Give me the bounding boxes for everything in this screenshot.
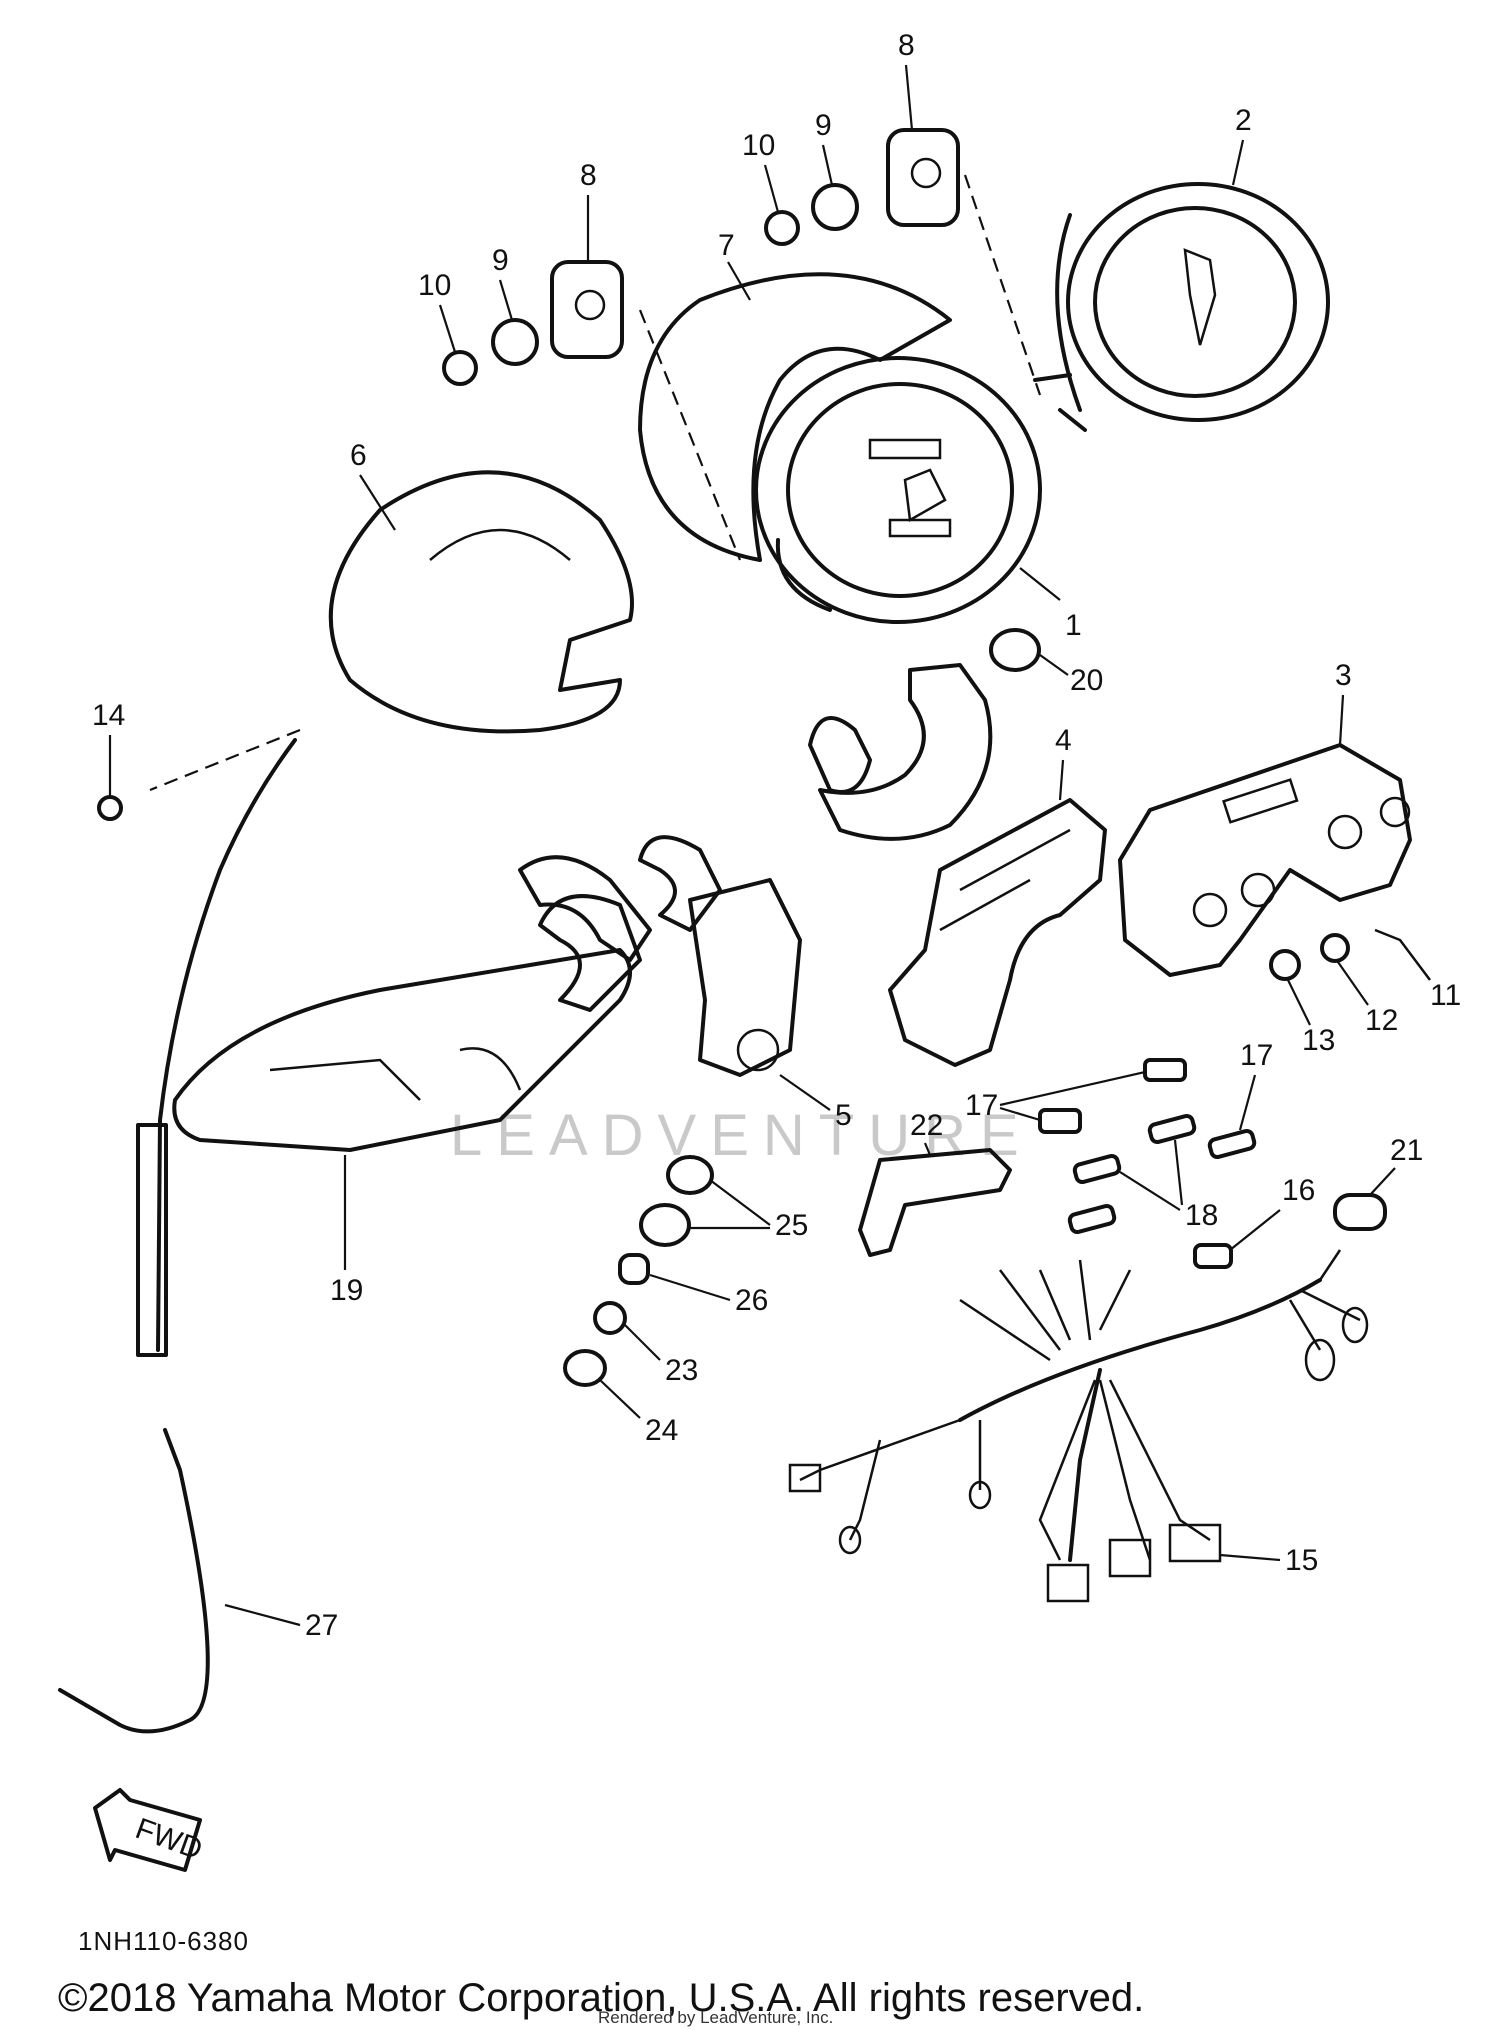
part-tachometer[interactable]: [1033, 182, 1330, 432]
callout-11: 11: [1430, 979, 1461, 1012]
callout-13: 13: [1302, 1024, 1335, 1057]
callout-16: 16: [1282, 1174, 1315, 1207]
part-meter-cover-lower[interactable]: [328, 470, 634, 734]
part-bracket-arc[interactable]: [818, 663, 993, 841]
callout-24: 24: [645, 1414, 678, 1447]
part-socket-lower[interactable]: [1038, 1108, 1082, 1134]
callout-17b: 17: [965, 1089, 998, 1122]
part-bulb-b[interactable]: [1207, 1128, 1257, 1160]
callout-12: 12: [1365, 1004, 1398, 1037]
callout-23: 23: [665, 1354, 698, 1387]
callout-8b: 8: [898, 29, 915, 62]
callout-3: 3: [1335, 659, 1352, 692]
part-damper-right[interactable]: [886, 128, 960, 227]
part-nut-right[interactable]: [764, 210, 800, 246]
part-grommet[interactable]: [989, 628, 1041, 672]
part-bulb-c[interactable]: [1072, 1153, 1122, 1185]
part-bracket[interactable]: [688, 878, 802, 1077]
callout-10b: 10: [742, 129, 775, 162]
part-cap-nut[interactable]: [563, 1349, 607, 1387]
callout-20: 20: [1070, 664, 1103, 697]
part-cap[interactable]: [1333, 1193, 1387, 1231]
callout-9b: 9: [815, 109, 832, 142]
part-washer-right[interactable]: [811, 183, 859, 231]
callout-22: 22: [910, 1109, 943, 1142]
callout-1: 1: [1065, 609, 1082, 642]
part-indicator-bulb[interactable]: [1193, 1243, 1233, 1269]
callout-15: 15: [1285, 1544, 1318, 1577]
callout-17a: 17: [1240, 1039, 1273, 1072]
part-nut-small[interactable]: [593, 1301, 627, 1335]
part-grommet-a[interactable]: [666, 1155, 714, 1195]
part-speedometer[interactable]: [754, 356, 1042, 624]
callout-21: 21: [1390, 1134, 1423, 1167]
callout-4: 4: [1055, 724, 1072, 757]
part-wire-harness[interactable]: [788, 1249, 1369, 1603]
callout-7: 7: [718, 229, 735, 262]
part-grommet-b[interactable]: [639, 1203, 691, 1247]
callout-26: 26: [735, 1284, 768, 1317]
callout-9a: 9: [492, 244, 509, 277]
callout-6: 6: [350, 439, 367, 472]
callout-8a: 8: [580, 159, 597, 192]
callout-19: 19: [330, 1274, 363, 1307]
callout-5: 5: [835, 1099, 852, 1132]
part-washer-left[interactable]: [491, 318, 539, 366]
callout-10a: 10: [418, 269, 451, 302]
diagram-code: 1NH110-6380: [78, 1926, 249, 1956]
part-meter-bracket[interactable]: [888, 798, 1107, 1067]
callout-2: 2: [1235, 104, 1252, 137]
fwd-arrow: [93, 1788, 202, 1872]
part-bulb-d[interactable]: [1067, 1203, 1117, 1235]
part-socket-upper[interactable]: [1143, 1058, 1187, 1082]
copyright-notice: ©2018 Yamaha Motor Corporation, U.S.A. A…: [58, 1976, 1145, 2020]
part-clip[interactable]: [858, 1148, 1012, 1257]
part-damper-left[interactable]: [550, 260, 624, 359]
callout-25: 25: [775, 1209, 808, 1242]
callout-18: 18: [1185, 1199, 1218, 1232]
part-meter-cover[interactable]: [638, 272, 952, 562]
part-collar[interactable]: [618, 1253, 650, 1285]
render-credit: Rendered by LeadVenture, Inc.: [598, 2008, 834, 2027]
callout-14: 14: [92, 699, 125, 732]
part-bulb-a[interactable]: [1147, 1113, 1197, 1145]
part-speedometer-cable[interactable]: [58, 738, 297, 1734]
part-nut-left[interactable]: [442, 350, 478, 386]
part-indicator-panel[interactable]: [1118, 743, 1412, 977]
callout-27: 27: [305, 1609, 338, 1642]
watermark-text: LEADVENTURE: [450, 1103, 1033, 1168]
part-screw[interactable]: [97, 795, 123, 821]
